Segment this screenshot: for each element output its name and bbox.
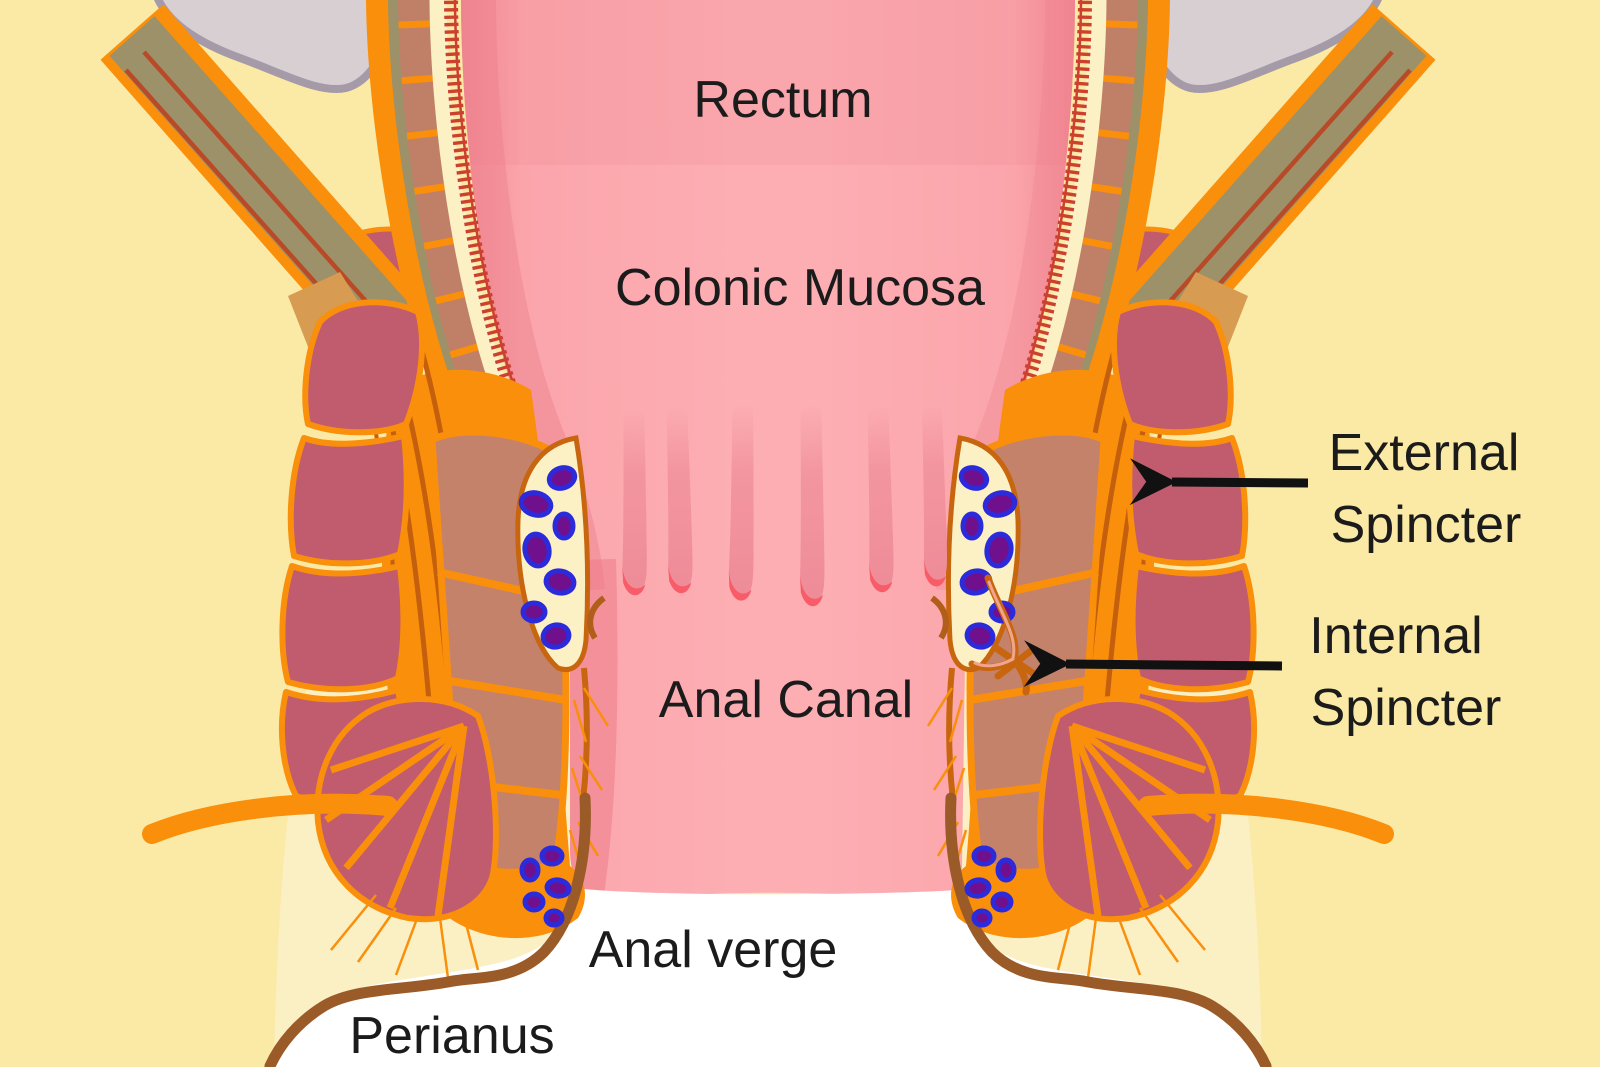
label-internal-sphincter-line1: Internal [1309,607,1482,665]
label-anal-verge: Anal verge [589,921,838,979]
label-internal-sphincter-line2: Spincter [1311,679,1502,737]
label-perianus: Perianus [349,1007,554,1065]
label-rectum: Rectum [693,71,872,129]
external-sphincter-arrow [1129,458,1309,506]
annotation-arrows [1023,458,1309,688]
label-external-sphincter-line1: External [1329,424,1520,482]
internal-sphincter-arrow [1023,640,1283,688]
label-external-sphincter-line2: Spincter [1331,496,1522,554]
label-colonic-mucosa: Colonic Mucosa [615,259,985,317]
perianal-skin-region [272,888,1264,1067]
label-anal-canal: Anal Canal [659,671,913,729]
